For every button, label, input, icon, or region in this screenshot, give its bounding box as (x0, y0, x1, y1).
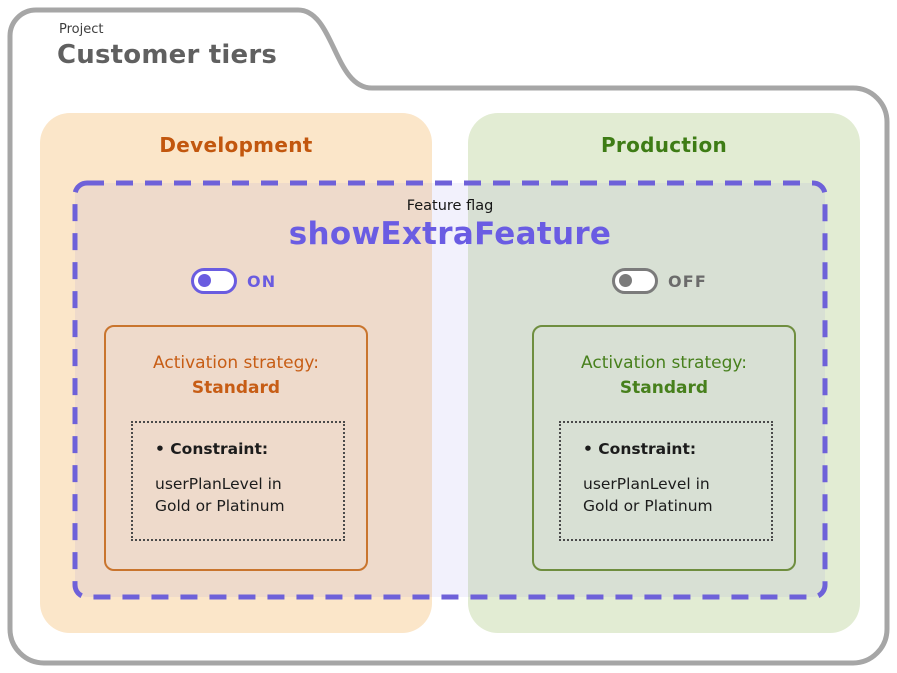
production-toggle-group: OFF (612, 268, 707, 294)
production-constraint-box: • Constraint: userPlanLevel in Gold or P… (559, 421, 773, 541)
production-strategy-heading-block: Activation strategy: Standard (534, 351, 794, 400)
strategy-type: Standard (191, 377, 281, 398)
constraint-value: userPlanLevel in Gold or Platinum (155, 473, 333, 518)
strategy-type: Standard (619, 377, 709, 398)
feature-flag-name: showExtraFeature (288, 216, 612, 252)
toggle-off-label: OFF (668, 271, 708, 291)
constraint-line-2: Gold or Platinum (583, 497, 713, 516)
development-strategy-card: Activation strategy: Standard • Constrai… (104, 325, 368, 571)
environment-title-production: Production (600, 133, 728, 157)
constraint-line-1: userPlanLevel in (155, 475, 282, 493)
toggle-on-label: ON (247, 271, 277, 291)
production-strategy-card: Activation strategy: Standard • Constrai… (532, 325, 796, 571)
development-constraint-box: • Constraint: userPlanLevel in Gold or P… (131, 421, 345, 541)
constraint-label: • Constraint: (155, 440, 269, 458)
toggle-knob-icon (198, 274, 211, 287)
toggle-knob-icon (619, 274, 632, 287)
development-toggle-group: ON (191, 268, 276, 294)
toggle-on-control[interactable] (191, 268, 237, 294)
strategy-heading: Activation strategy: (153, 353, 319, 373)
project-title: Customer tiers (57, 40, 278, 70)
feature-flag-label: Feature flag (406, 198, 494, 214)
constraint-line-1: userPlanLevel in (583, 475, 710, 493)
constraint-line-2: Gold or Platinum (155, 497, 285, 516)
toggle-off-control[interactable] (612, 268, 658, 294)
environment-title-development: Development (159, 133, 313, 157)
constraint-label: • Constraint: (583, 440, 697, 458)
strategy-heading: Activation strategy: (581, 353, 747, 373)
constraint-value: userPlanLevel in Gold or Platinum (583, 473, 761, 518)
project-label: Project (59, 22, 104, 37)
development-strategy-heading-block: Activation strategy: Standard (106, 351, 366, 400)
